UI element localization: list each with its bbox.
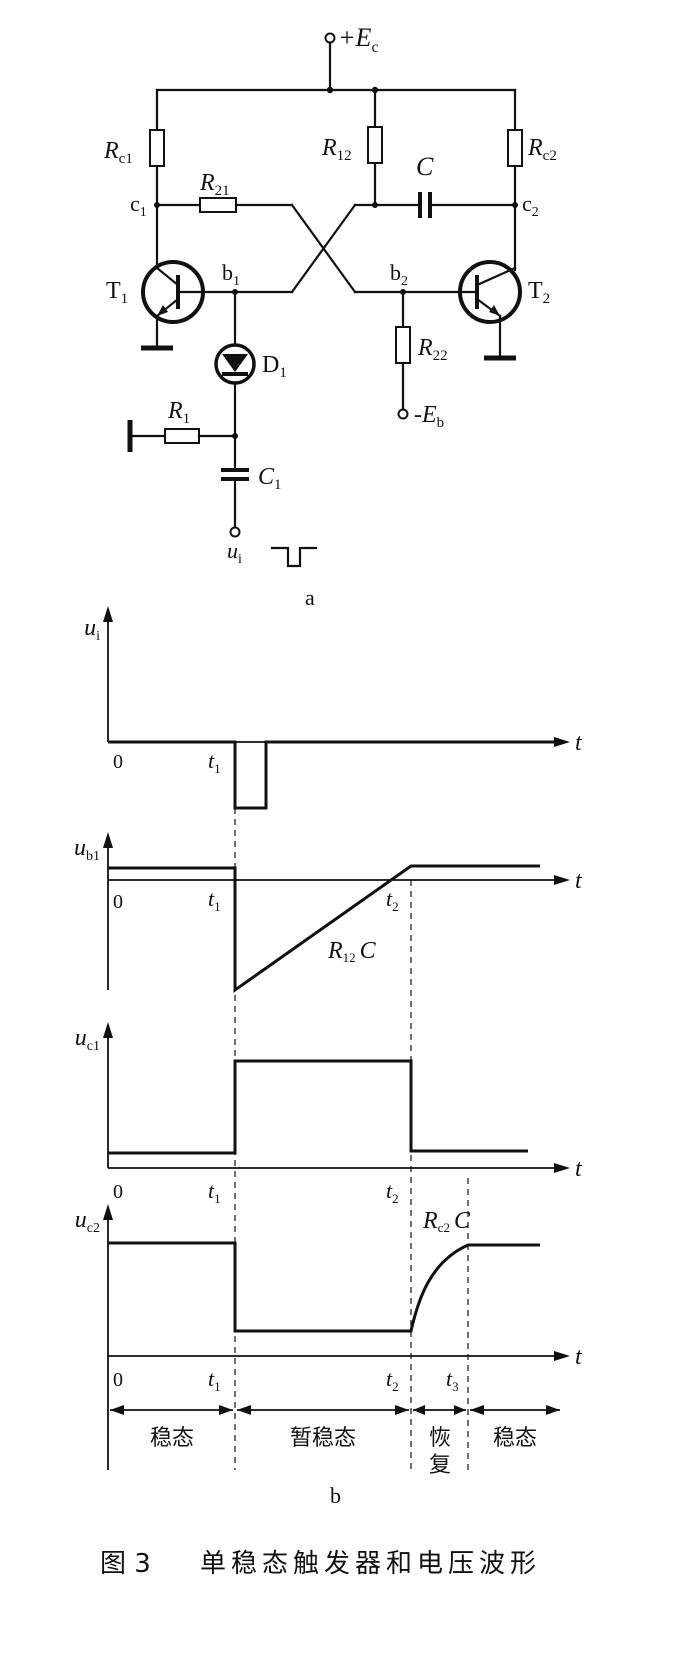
caption-number: 图 3 xyxy=(100,1549,151,1579)
rc1-label: Rc1 xyxy=(103,138,133,167)
resistor-r1 xyxy=(164,428,200,444)
uc1-origin: 0 xyxy=(113,1181,123,1203)
phase-recover-2: 复 xyxy=(429,1453,451,1478)
d1-label: D1 xyxy=(262,352,287,381)
caption-text: 单稳态触发器和电压波形 xyxy=(200,1549,541,1579)
input-label: ui xyxy=(227,538,242,567)
resistor-r22 xyxy=(395,326,411,364)
uc2-t-label: t xyxy=(575,1344,583,1370)
phase-stable-2: 稳态 xyxy=(493,1426,537,1451)
ui-tick-t1: t1 xyxy=(208,748,221,776)
ub1-tick-t2: t2 xyxy=(386,886,399,914)
ub1-tick-t1: t1 xyxy=(208,886,221,914)
node-c1-label: c1 xyxy=(130,191,147,220)
supply-neg-label: -Eb xyxy=(414,402,444,431)
phase-stable-1: 稳态 xyxy=(150,1426,194,1451)
ui-t-label: t xyxy=(575,730,583,756)
uc2-tick-t2: t2 xyxy=(386,1366,399,1394)
c1-label: C1 xyxy=(258,464,282,493)
rc2-label: Rc2 xyxy=(527,135,557,164)
ub1-origin: 0 xyxy=(113,891,123,913)
supply-terminal xyxy=(324,32,336,44)
cap-c-label: C xyxy=(416,152,434,181)
uc2-origin: 0 xyxy=(113,1369,123,1391)
resistor-rc1 xyxy=(149,129,165,167)
t2-label: T2 xyxy=(528,278,550,307)
r12-label: R12 xyxy=(321,135,352,164)
supply-pos-label: +Ec xyxy=(338,23,379,56)
diode-d1 xyxy=(214,343,256,385)
r21-label: R21 xyxy=(199,170,230,199)
ub1-axis-label: ub1 xyxy=(74,835,100,864)
uc1-t-label: t xyxy=(575,1156,583,1182)
phase-bar xyxy=(110,1405,560,1415)
input-terminal xyxy=(229,526,241,538)
transistor-t2 xyxy=(353,260,522,361)
pulse-symbol xyxy=(270,546,318,568)
r1-label: R1 xyxy=(167,398,190,427)
uc2-tick-t3: t3 xyxy=(446,1366,459,1394)
node-b2-label: b2 xyxy=(390,260,408,289)
uc1-tick-t1: t1 xyxy=(208,1178,221,1206)
resistor-r12 xyxy=(367,126,383,164)
resistor-r21 xyxy=(199,197,237,213)
resistor-rc2 xyxy=(507,129,523,167)
transistor-t1 xyxy=(141,203,294,351)
node-c2-label: c2 xyxy=(522,191,539,220)
uc1-axis-label: uc1 xyxy=(75,1025,100,1054)
uc2-axis-label: uc2 xyxy=(75,1207,100,1236)
panel-b-label: b xyxy=(330,1483,341,1508)
ui-waveform xyxy=(108,740,560,810)
uc1-tick-t2: t2 xyxy=(386,1178,399,1206)
node-b1-label: b1 xyxy=(222,260,240,289)
phase-quasi-stable: 暂稳态 xyxy=(290,1426,356,1451)
panel-a-label: a xyxy=(305,585,315,610)
uc2-tick-t1: t1 xyxy=(208,1366,221,1394)
uc2-waveform xyxy=(108,1241,540,1333)
ui-axis-label: ui xyxy=(84,615,100,644)
phase-recover-1: 恢 xyxy=(429,1426,451,1451)
circuit-schematic: +Ec Rc1 R12 Rc2 c1 R21 xyxy=(103,23,557,610)
supply-neg-terminal xyxy=(397,408,409,420)
uc1-waveform xyxy=(108,1059,528,1155)
r22-label: R22 xyxy=(417,335,448,364)
ub1-t-label: t xyxy=(575,868,583,894)
ui-origin: 0 xyxy=(113,751,123,773)
t1-label: T1 xyxy=(106,278,128,307)
ub1-waveform xyxy=(108,864,540,993)
